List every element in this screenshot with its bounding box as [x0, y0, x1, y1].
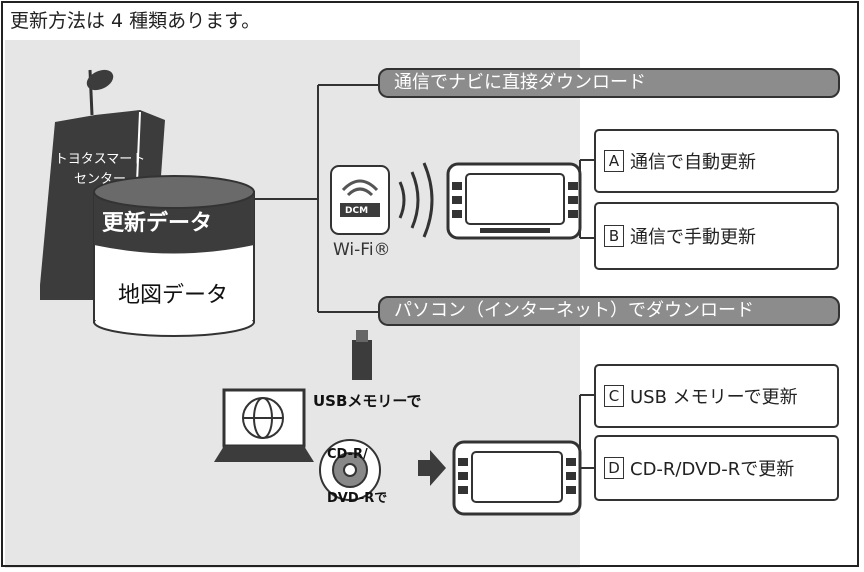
navigation-unit-icon	[446, 162, 582, 240]
arrow-right-icon	[418, 450, 446, 486]
laptop-icon	[214, 388, 314, 462]
dcm-device-icon	[330, 165, 390, 235]
dcm-label: DCM	[345, 206, 369, 216]
option-c-letter: C	[604, 385, 624, 407]
wifi-label: Wi-Fi®	[333, 240, 391, 260]
option-c-text: USB メモリーで更新	[630, 387, 798, 408]
map-data-label: 地図データ	[118, 283, 229, 308]
center-label: トヨタスマート センター	[50, 150, 150, 190]
comm-download-banner: 通信でナビに直接ダウンロード	[378, 68, 840, 98]
option-a-text: 通信で自動更新	[630, 152, 756, 173]
option-d-letter: D	[604, 457, 624, 479]
option-b-letter: B	[604, 225, 624, 247]
update-data-label: 更新データ	[102, 211, 213, 236]
option-b-text: 通信で手動更新	[630, 227, 756, 248]
page-title: 更新方法は 4 種類あります。	[10, 10, 261, 32]
option-c-box: C USB メモリーで更新	[594, 364, 839, 428]
option-a-box: A 通信で自動更新	[594, 129, 839, 193]
pc-download-banner: パソコン（インターネット）でダウンロード	[378, 296, 840, 326]
usb-label: USBメモリーで	[313, 392, 422, 410]
database-cylinder-icon	[93, 175, 255, 337]
usb-memory-icon	[352, 330, 372, 380]
center-label-line2: センター	[73, 172, 126, 187]
navigation-unit-icon	[452, 440, 582, 516]
option-d-box: D CD-R/DVD-Rで更新	[594, 435, 839, 501]
cd-dvd-disc-icon	[319, 439, 381, 501]
cd-label: CD-R/	[327, 447, 368, 462]
wireless-signal-icon	[398, 162, 434, 238]
center-label-line1: トヨタスマート	[54, 152, 146, 167]
option-d-text: CD-R/DVD-Rで更新	[630, 459, 795, 480]
dvd-label: DVD-Rで	[327, 491, 388, 506]
option-a-letter: A	[604, 150, 624, 172]
option-b-box: B 通信で手動更新	[594, 202, 839, 270]
